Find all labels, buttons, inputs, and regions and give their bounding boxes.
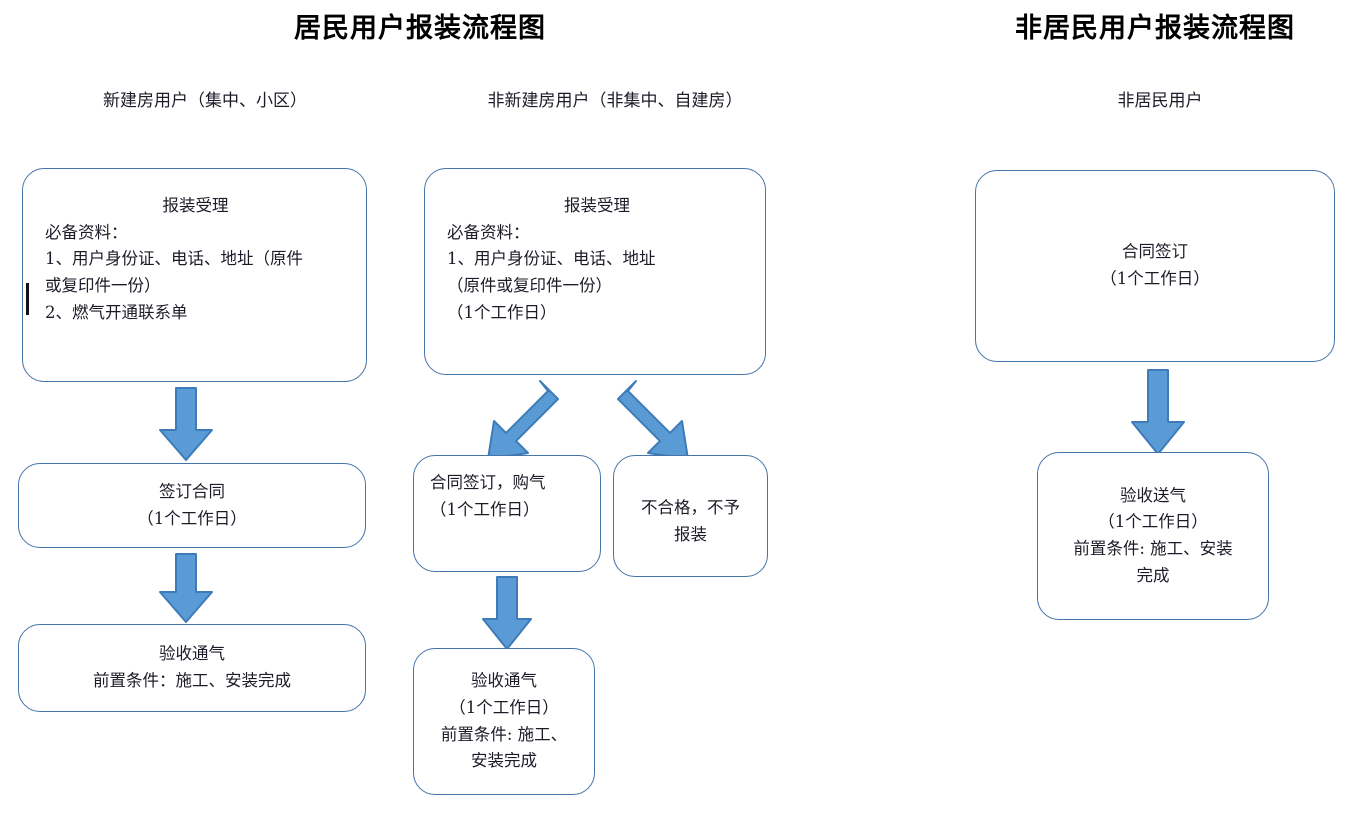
- arrow-col2-accept-to-contract: [478, 379, 564, 463]
- node-accept-application-2[interactable]: 报装受理 必备资料： 1、用户身份证、电话、地址 （原件或复印件一份） （1个工…: [424, 168, 766, 375]
- column-subtitle-new-building: 新建房用户（集中、小区）: [103, 91, 307, 111]
- column-subtitle-non-new-building: 非新建房用户（非集中、自建房）: [487, 91, 743, 111]
- arrow-col1-contract-to-acceptance: [158, 552, 214, 624]
- arrow-col3-contract-to-acceptance: [1130, 368, 1186, 456]
- node-body: 不合格，不予 报装: [641, 498, 740, 544]
- arrow-col1-accept-to-contract: [158, 386, 214, 462]
- node-body: 合同签订，购气 （1个工作日）: [430, 473, 546, 519]
- arrow-col2-accept-to-rejected: [612, 379, 698, 463]
- page-title-non-residential: 非居民用户报装流程图: [1015, 13, 1295, 44]
- node-acceptance-gas[interactable]: 验收通气 前置条件：施工、安装完成: [18, 624, 366, 712]
- node-acceptance-gas-2[interactable]: 验收通气 （1个工作日） 前置条件: 施工、 安装完成: [413, 648, 595, 795]
- node-body: 必备资料： 1、用户身份证、电话、地址 （原件或复印件一份） （1个工作日）: [447, 222, 656, 322]
- node-body: 合同签订 （1个工作日）: [1100, 242, 1210, 288]
- node-body: 签订合同 （1个工作日）: [137, 481, 247, 528]
- node-body: 验收通气 前置条件：施工、安装完成: [93, 644, 291, 690]
- node-accept-application[interactable]: 报装受理 必备资料： 1、用户身份证、电话、地址（原件 或复印件一份） 2、燃气…: [22, 168, 367, 382]
- node-acceptance-delivery[interactable]: 验收送气 （1个工作日） 前置条件: 施工、安装 完成: [1037, 452, 1269, 620]
- node-sign-contract-buy-gas[interactable]: 合同签订，购气 （1个工作日）: [413, 455, 601, 572]
- node-body: 验收送气 （1个工作日） 前置条件: 施工、安装 完成: [1073, 485, 1233, 585]
- node-contract-signing[interactable]: 合同签订 （1个工作日）: [975, 170, 1335, 362]
- node-sign-contract[interactable]: 签订合同 （1个工作日）: [18, 463, 366, 548]
- node-body: 必备资料： 1、用户身份证、电话、地址（原件 或复印件一份） 2、燃气开通联系单: [45, 222, 303, 322]
- node-body: 验收通气 （1个工作日） 前置条件: 施工、 安装完成: [440, 671, 568, 771]
- node-heading: 报装受理: [162, 196, 229, 215]
- node-rejected[interactable]: 不合格，不予 报装: [613, 455, 768, 577]
- page-title-residential: 居民用户报装流程图: [294, 13, 546, 44]
- node-heading: 报装受理: [564, 196, 630, 215]
- column-subtitle-non-residential: 非居民用户: [1117, 91, 1203, 111]
- text-caret-artifact: [26, 283, 29, 315]
- arrow-col2-contract-to-acceptance: [481, 575, 533, 651]
